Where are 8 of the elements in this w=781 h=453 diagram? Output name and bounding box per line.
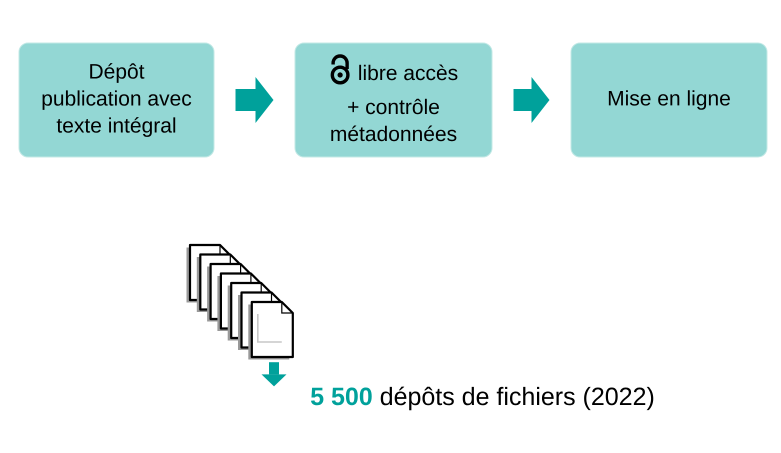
process-box: Mise en ligne xyxy=(570,42,768,158)
process-box: libre accès + contrôle métadonnées xyxy=(294,42,492,158)
process-box: Dépôt publication avec texte intégral xyxy=(18,42,214,158)
block-arrow xyxy=(236,77,274,123)
count-text: 5 500 dépôts de fichiers (2022) xyxy=(310,386,654,410)
block-arrow xyxy=(514,77,550,123)
file-stack-picture xyxy=(186,244,294,360)
block-arrow xyxy=(262,362,286,386)
